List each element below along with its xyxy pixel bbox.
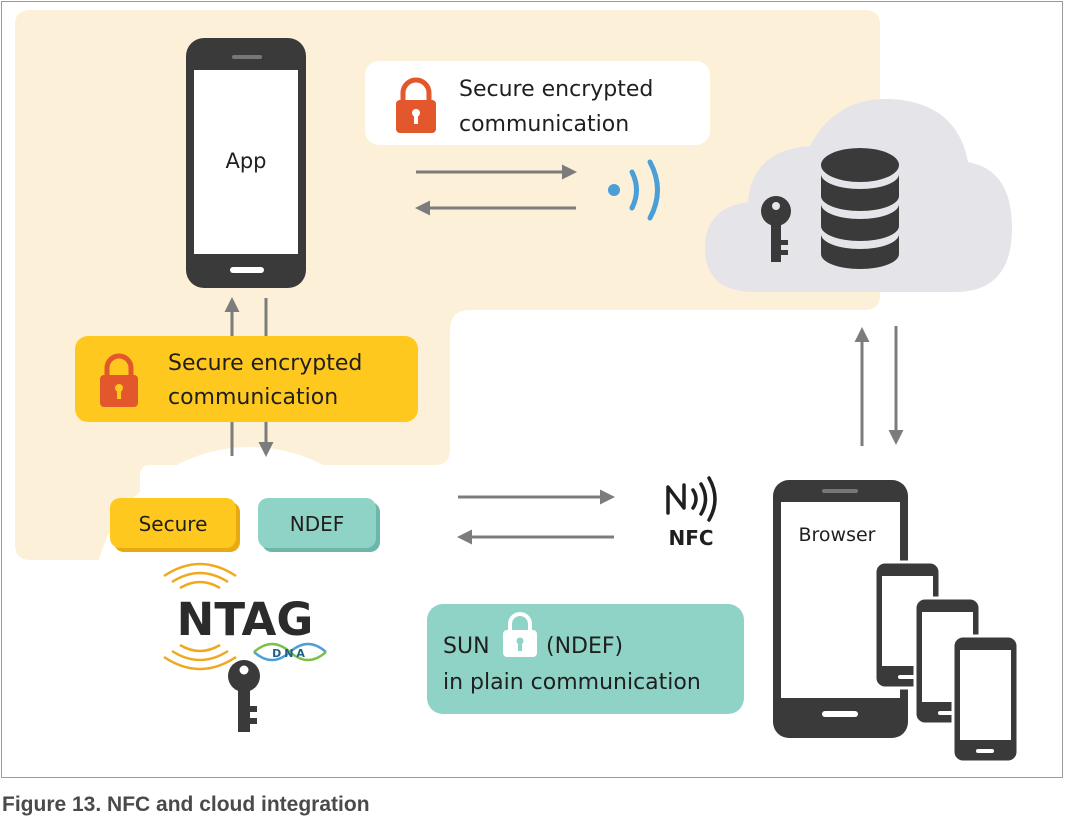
app-phone: App [186,38,306,288]
secure-badge: Secure [110,498,240,552]
small-phone-3 [951,634,1020,764]
lock-icon [100,353,138,407]
app-phone-label: App [225,149,266,173]
sun-callout-ndef: (NDEF) [546,634,623,659]
ndef-badge: NDEF [258,498,380,552]
figure-caption: Figure 13. NFC and cloud integration [2,793,370,816]
nfc-label: NFC [668,526,713,550]
cloud-link-callout-line1: Secure encrypted [459,77,653,102]
nfc-icon: NFC [666,476,717,550]
lock-icon [396,77,436,133]
database-icon [821,148,899,269]
browser-phone-label: Browser [799,524,876,546]
wireless-icon [608,159,660,221]
ntag-key-icon [228,660,260,732]
sun-callout: SUN (NDEF) in plain communication [427,604,744,714]
ndef-badge-label: NDEF [290,512,345,536]
cloud-key-icon [761,196,791,262]
lock-icon [503,612,537,657]
dna-text: DNA [272,647,308,660]
app-link-callout-line2: communication [168,385,338,410]
ntag-logo-text: NTAG [177,593,314,646]
sun-callout-sun: SUN [443,634,490,659]
cloud-link-callout: Secure encrypted communication [365,61,710,145]
dna-helix-icon [253,642,327,662]
sun-callout-line2: in plain communication [443,670,701,695]
app-link-callout-line1: Secure encrypted [168,351,362,376]
ntag-logo: NTAG DNA [163,562,327,671]
secure-badge-label: Secure [139,512,208,536]
cloud-link-callout-line2: communication [459,112,629,137]
app-link-callout: Secure encrypted communication [75,336,418,422]
